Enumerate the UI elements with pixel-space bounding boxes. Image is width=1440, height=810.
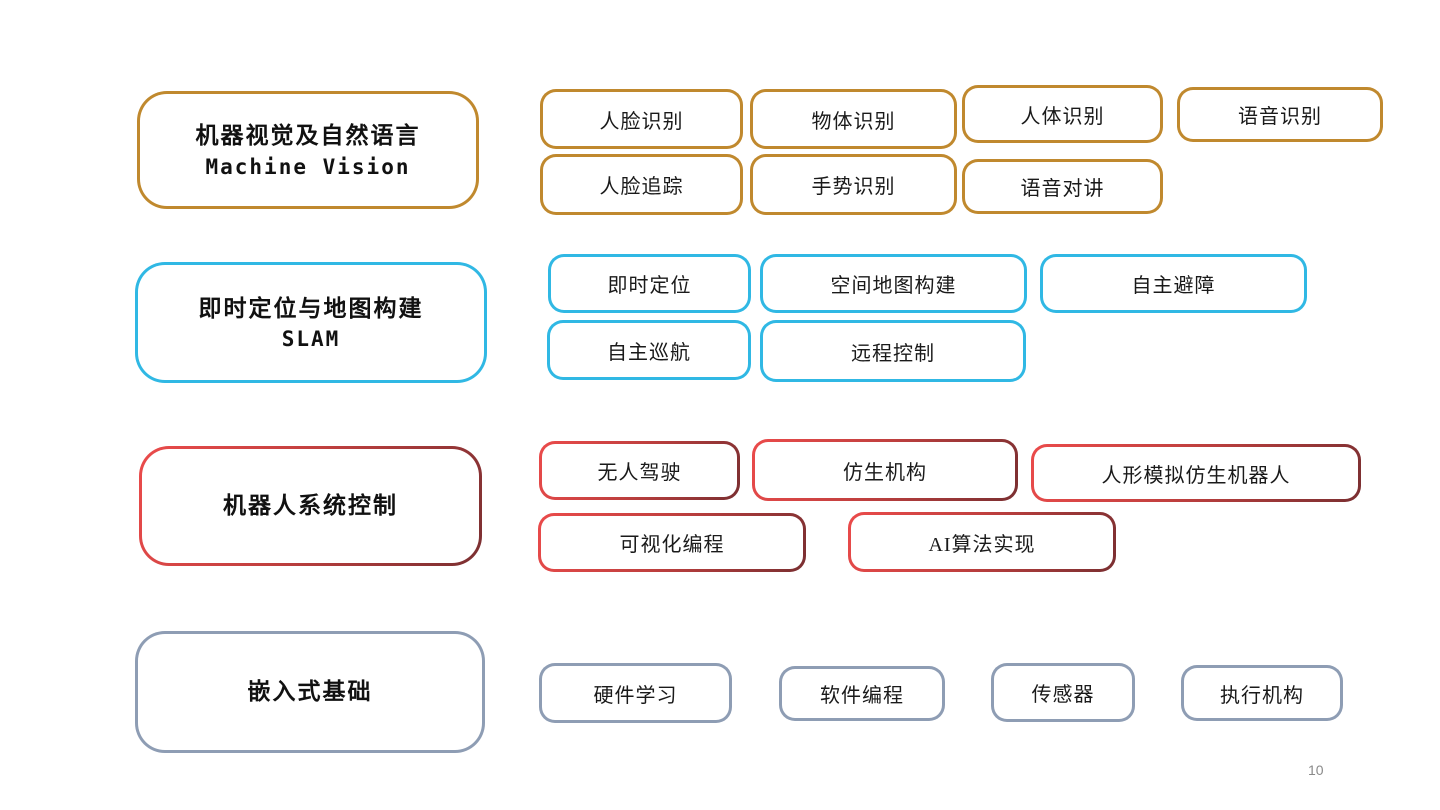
item-box-visual-programming: 可视化编程: [538, 513, 806, 572]
category-box-slam: 即时定位与地图构建 SLAM: [135, 262, 487, 383]
item-box-object-recognition: 物体识别: [750, 89, 957, 149]
item-box-actuator: 执行机构: [1181, 665, 1343, 721]
category-subtitle-slam: SLAM: [281, 327, 341, 351]
item-label-obstacle-avoidance: 自主避障: [1131, 275, 1216, 297]
category-box-machine-vision: 机器视觉及自然语言 Machine Vision: [137, 91, 479, 209]
item-label-human-body-recognition: 人体识别: [1020, 105, 1105, 128]
item-box-bionic-mechanism: 仿生机构: [752, 439, 1018, 501]
item-label-actuator: 执行机构: [1220, 684, 1304, 707]
item-box-driverless: 无人驾驶: [539, 441, 740, 500]
item-label-voice-intercom: 语音对讲: [1020, 178, 1105, 200]
item-box-face-tracking: 人脸追踪: [540, 154, 743, 215]
item-label-real-time-positioning: 即时定位: [607, 275, 692, 297]
item-label-visual-programming: 可视化编程: [619, 534, 725, 556]
item-box-hardware-learning: 硬件学习: [539, 663, 732, 723]
item-label-speech-recognition: 语音识别: [1238, 106, 1322, 128]
item-box-autonomous-cruise: 自主巡航: [547, 320, 751, 380]
item-box-sensor: 传感器: [991, 663, 1135, 722]
item-label-sensor: 传感器: [1031, 684, 1095, 706]
item-label-gesture-recognition: 手势识别: [811, 176, 896, 198]
item-label-spatial-map-building: 空间地图构建: [830, 275, 957, 297]
item-label-driverless: 无人驾驶: [597, 462, 682, 484]
item-box-humanoid-bionic-robot: 人形模拟仿生机器人: [1031, 444, 1361, 502]
category-box-embedded-basics: 嵌入式基础: [135, 631, 485, 753]
item-label-object-recognition: 物体识别: [811, 110, 896, 133]
category-subtitle-machine-vision: Machine Vision: [205, 154, 411, 179]
item-box-real-time-positioning: 即时定位: [548, 254, 751, 313]
item-label-ai-algorithm: AI算法实现: [928, 533, 1036, 556]
item-box-remote-control: 远程控制: [760, 320, 1026, 382]
item-box-spatial-map-building: 空间地图构建: [760, 254, 1027, 313]
item-box-human-body-recognition: 人体识别: [962, 85, 1163, 143]
item-box-software-programming: 软件编程: [779, 666, 945, 721]
item-box-face-recognition: 人脸识别: [540, 89, 743, 149]
item-box-speech-recognition: 语音识别: [1177, 87, 1383, 142]
category-title-machine-vision: 机器视觉及自然语言: [195, 123, 421, 149]
item-box-voice-intercom: 语音对讲: [962, 159, 1163, 214]
item-label-hardware-learning: 硬件学习: [593, 684, 678, 707]
item-label-bionic-mechanism: 仿生机构: [843, 461, 927, 484]
category-title-embedded-basics: 嵌入式基础: [247, 679, 373, 705]
item-label-humanoid-bionic-robot: 人形模拟仿生机器人: [1101, 464, 1291, 487]
item-label-software-programming: 软件编程: [820, 685, 904, 707]
item-box-ai-algorithm: AI算法实现: [848, 512, 1116, 572]
item-label-face-tracking: 人脸追踪: [599, 176, 684, 198]
item-label-face-recognition: 人脸识别: [599, 110, 684, 133]
category-title-slam: 即时定位与地图构建: [198, 295, 424, 321]
item-box-obstacle-avoidance: 自主避障: [1040, 254, 1307, 313]
category-title-robot-system-control: 机器人系统控制: [223, 493, 398, 519]
item-label-autonomous-cruise: 自主巡航: [607, 341, 691, 364]
item-label-remote-control: 远程控制: [851, 342, 935, 365]
item-box-gesture-recognition: 手势识别: [750, 154, 957, 215]
category-box-robot-system-control: 机器人系统控制: [139, 446, 482, 566]
page-number: 10: [1308, 762, 1324, 778]
